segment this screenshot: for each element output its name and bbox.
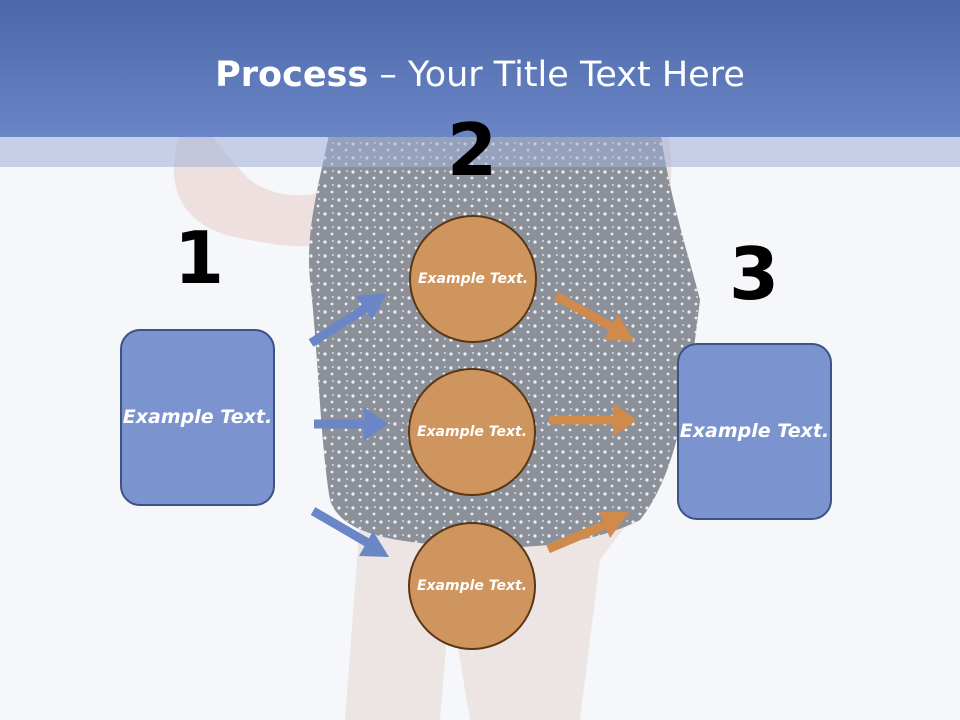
- arrow-to-circle-3: [310, 507, 389, 557]
- circle-1-label: Example Text.: [417, 270, 529, 287]
- arrow-from-circle-3: [546, 512, 629, 554]
- right-box-label: Example Text.: [679, 420, 830, 442]
- title-bold: Process: [215, 55, 369, 95]
- circle-1[interactable]: Example Text.: [409, 215, 537, 343]
- title-rest: – Your Title Text Here: [368, 55, 745, 95]
- step-number-2: 2: [446, 108, 498, 192]
- left-box-label: Example Text.: [122, 406, 273, 428]
- left-box[interactable]: Example Text.: [120, 329, 275, 506]
- title-bar: [0, 0, 960, 137]
- circle-2-label: Example Text.: [416, 423, 528, 440]
- step-number-3: 3: [728, 232, 780, 316]
- arrow-from-circle-2: [549, 403, 637, 437]
- circle-3[interactable]: Example Text.: [408, 522, 536, 650]
- right-box[interactable]: Example Text.: [677, 343, 832, 520]
- arrow-to-circle-2: [314, 407, 388, 441]
- page-title: Process – Your Title Text Here: [0, 52, 960, 98]
- arrow-from-circle-1: [553, 292, 634, 341]
- arrow-to-circle-1: [308, 293, 387, 347]
- title-band: [0, 137, 960, 167]
- step-number-1: 1: [173, 216, 225, 300]
- circle-3-label: Example Text.: [416, 577, 528, 594]
- circle-2[interactable]: Example Text.: [408, 368, 536, 496]
